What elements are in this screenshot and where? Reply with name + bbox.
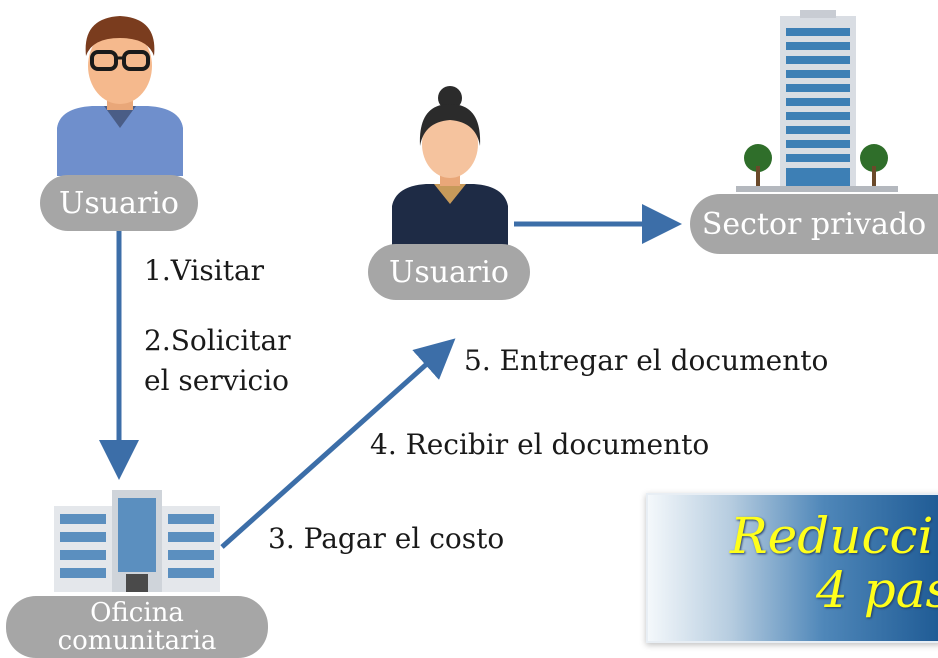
private-sector-label: Sector privado xyxy=(690,194,938,254)
step-3-label: 3. Pagar el costo xyxy=(268,522,505,555)
user-top-label: Usuario xyxy=(40,175,198,231)
office-label-line1: Oficina xyxy=(90,598,184,628)
user-woman-icon xyxy=(392,86,508,246)
community-office-label: Oficina comunitaria xyxy=(6,596,268,658)
step-5-label: 5. Entregar el documento xyxy=(464,344,829,377)
skyscraper-icon xyxy=(736,10,898,192)
banner-line-2: 4 pas xyxy=(816,561,938,619)
user-man-icon xyxy=(57,16,183,176)
step-2-label-line2: el servicio xyxy=(144,364,290,397)
banner-line-1: Reducci xyxy=(730,507,934,565)
step-4-label: 4. Recibir el documento xyxy=(370,428,710,461)
office-building-icon xyxy=(54,490,220,592)
reduction-banner: Reducci 4 pas xyxy=(646,493,938,643)
step-2-label-line1: 2.Solicitar xyxy=(144,324,291,357)
user-mid-label: Usuario xyxy=(368,244,530,300)
arrow-receive xyxy=(220,338,456,549)
step-1-label: 1.Visitar xyxy=(144,254,265,287)
office-label-line2: comunitaria xyxy=(57,626,217,656)
